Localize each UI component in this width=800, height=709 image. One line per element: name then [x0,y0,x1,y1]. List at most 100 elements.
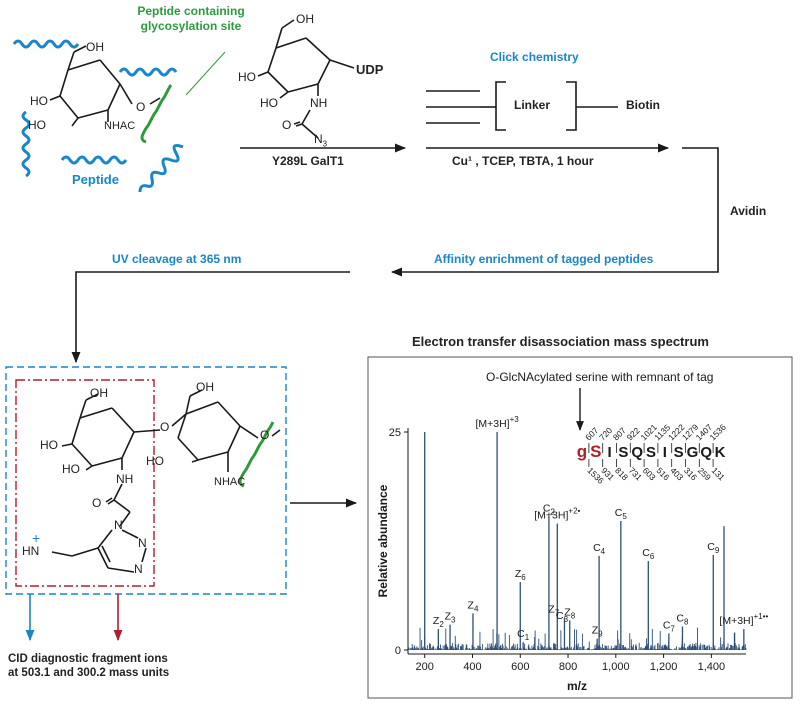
biotin-label: Biotin [626,98,660,112]
glcnac-udp-structure [257,19,355,139]
linker-label: Linker [514,98,551,112]
peptide-mixture [12,39,184,193]
z-ion-label: 316 [682,465,699,482]
o-label: O [282,118,292,132]
sequence-residue: Q [631,444,643,461]
tagged-glycan-structure [51,389,281,573]
peak-label: C1 [517,628,530,642]
spectrum-title: Electron transfer disassociation mass sp… [412,334,709,349]
y-axis-label: Relative abundance [376,484,390,597]
z-ion-label: 818 [613,465,630,482]
peak-label: [M+3H]+3 [475,415,519,430]
peptide-squiggle [138,144,184,193]
c-ion-label: 1536 [707,422,728,443]
peak-label: C8 [676,612,689,626]
peptide-label: Peptide [72,172,119,187]
nh-label: NH [310,96,328,110]
sequence-residue: S [590,442,601,461]
oh-label: OH [296,12,314,26]
arrow-avidin [390,147,719,277]
amine-label: HN [22,544,39,558]
glyco-peptide-label: Peptide containing glycosylation site [126,4,256,34]
sequence-residue: I [663,444,667,461]
peak-label: Z9 [592,625,603,639]
z-ion-label: 516 [654,465,671,482]
amine-hn: HN [22,544,40,558]
sequence-residue: Q [700,444,712,461]
z-ion-label: 259 [696,465,713,482]
ho-label: HO [238,70,256,84]
cid-diagnostic-label: CID diagnostic fragment ions at 503.1 an… [8,652,169,680]
sequence-residue: I [608,444,612,461]
triazole-n-label: N [138,536,147,550]
arrow-uv [71,271,350,364]
glyco-peptide-line2: glycosylation site [140,19,242,33]
peak-label: Z2 [433,615,444,629]
o-label: O [136,100,146,114]
x-tick-label: 800 [559,661,577,673]
peptide-squiggle [118,67,178,77]
glcnac-ring-1 [49,45,161,127]
nh-label: NH [116,472,134,486]
peak-label: Z3 [445,611,456,625]
charge-plus-label: + [32,530,41,546]
tagged-peptide-squiggle [238,421,275,488]
triazole-n-label: N [114,518,123,532]
triazole-n-label: N [134,562,143,576]
x-tick-label: 400 [463,661,481,673]
glyco-peptide-squiggle [140,83,173,144]
avidin-label: Avidin [730,204,767,218]
y-tick-label: 25 [389,427,401,439]
conditions-label: Cu¹ , TCEP, TBTA, 1 hour [452,154,594,168]
ho-label: HO [30,94,48,108]
o-label: O [160,420,170,434]
ho-label: HO [260,96,278,110]
peak-label: C4 [593,542,606,556]
oh-label: OH [90,386,108,400]
peak-label: C9 [707,541,720,555]
peak-label: Z8 [564,606,575,620]
x-tick-label: 200 [416,661,434,673]
azide-sub: 3 [322,139,328,149]
azide-label: N3 [314,132,327,148]
peptide-squiggle [12,39,80,49]
ho-label: HO [28,118,46,132]
o-label: O [260,428,270,442]
z-ion-label: 403 [668,465,685,482]
enzyme-label: Y289L GalT1 [272,154,344,168]
oh-label: OH [86,40,104,54]
sequence-residue: G [687,444,699,461]
cid-line2: at 503.1 and 300.2 mass units [8,667,170,679]
peak-label: Z4 [468,599,479,613]
udp-label: UDP [356,62,384,77]
uv-cleavage-label: UV cleavage at 365 nm [112,252,242,266]
oh-label: OH [196,380,214,394]
peptide-squiggle [21,110,31,178]
sequence-residue: S [646,444,656,461]
peak-label: C6 [642,547,655,561]
sequence-residue: g [577,442,587,461]
x-tick-label: 1,000 [602,661,630,673]
peak-label: [M+3H]+2• [534,507,580,522]
affinity-enrichment-label: Affinity enrichment of tagged peptides [434,252,654,266]
nhac-label: NHAC [104,120,136,132]
azide-n: N [314,132,323,146]
ho-label: HO [146,454,164,468]
click-chemistry-label: Click chemistry [490,50,579,64]
z-ion-label: 603 [641,465,658,482]
glyco-peptide-line1: Peptide containing [137,4,245,18]
peak-label: C5 [615,507,628,521]
x-tick-label: 1,200 [650,661,678,673]
x-axis-label: m/z [567,679,587,693]
ho-label: HO [40,438,58,452]
sequence-residue: K [715,444,726,461]
sequence-residue: S [618,444,628,461]
ho-label: HO [62,462,80,476]
alkyne-linker-biotin [426,81,618,131]
peak-label: [M+3H]+1•• [719,612,768,627]
spectrum-panel [367,356,793,699]
glyco-callout-line [185,51,226,96]
